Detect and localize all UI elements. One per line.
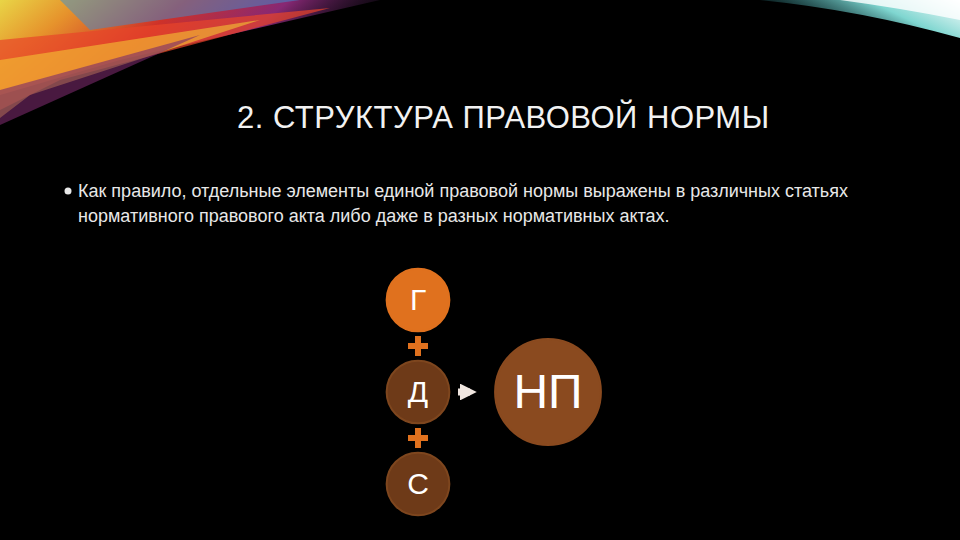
plus-signs <box>408 336 428 448</box>
corner-wave <box>760 0 960 38</box>
plus-sign <box>415 336 421 356</box>
element-circle: Г <box>386 268 450 332</box>
circle-outline <box>495 339 601 445</box>
result-circle: НП <box>494 338 602 446</box>
element-circle: С <box>386 452 450 516</box>
circle-outline <box>387 453 450 516</box>
node-letter: Д <box>408 377 428 407</box>
node-letter: С <box>407 469 429 499</box>
plus-sign <box>415 428 421 448</box>
arrow-connector <box>458 389 470 396</box>
node-letter: НП <box>513 368 582 416</box>
slide-title: 2. СТРУКТУРА ПРАВОВОЙ НОРМЫ <box>237 100 770 136</box>
node-letter: Г <box>410 285 426 315</box>
bullet-text: Как правило, отдельные элементы единой п… <box>78 179 908 229</box>
circle-outline <box>387 361 450 424</box>
bullet-dot <box>65 188 72 195</box>
circle-outline <box>387 269 450 332</box>
element-circle: Д <box>386 360 450 424</box>
